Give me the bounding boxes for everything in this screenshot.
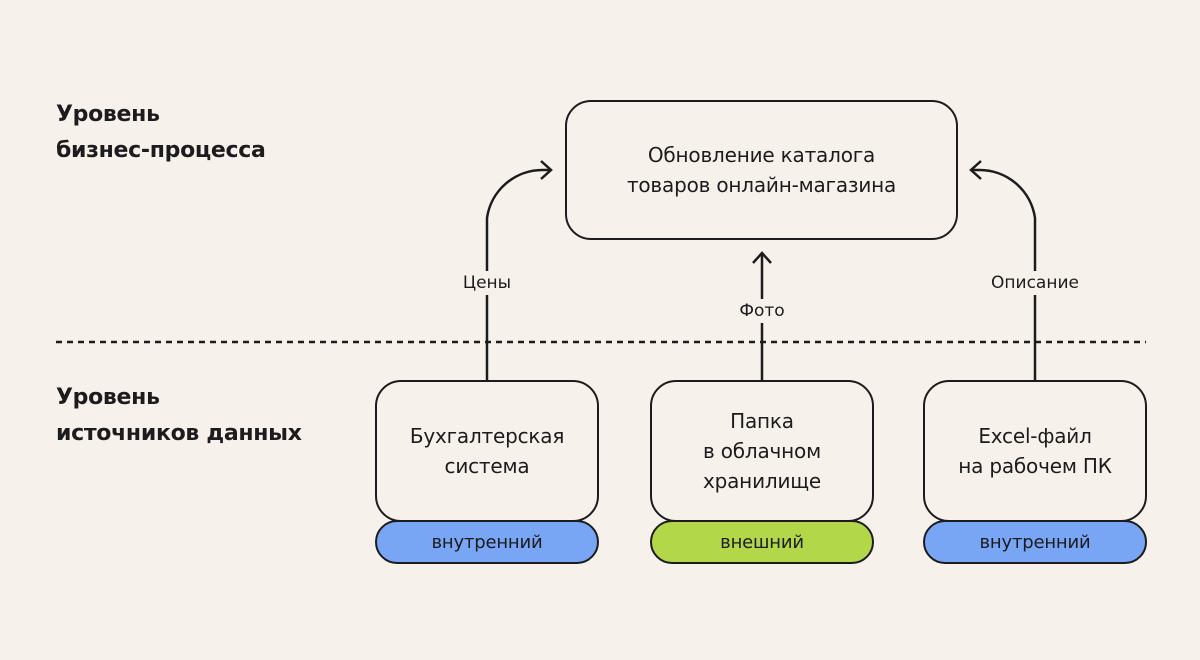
source-type-badge: внутренний [923,520,1147,564]
level-label-line: Уровень [56,385,160,410]
arrow-prices [485,168,550,380]
node-text: система [444,454,530,478]
node-text: на рабочем ПК [958,454,1112,478]
source-node-accounting: Бухгалтерская система [375,380,599,522]
level-label-line: бизнес-процесса [56,138,266,163]
node-text: в облачном [703,439,821,463]
arrow-description-head [969,160,982,180]
level-label-sources: Уровень источников данных [56,380,302,452]
arrow-description [972,168,1037,380]
edge-label-photo: Фото [733,299,791,323]
node-text: хранилище [703,469,821,493]
level-label-line: Уровень [56,102,160,127]
node-text: Папка [730,409,794,433]
edge-label-description: Описание [985,271,1085,295]
arrow-photo-head [752,251,772,264]
source-node-cloud-folder: Папка в облачном хранилище [650,380,874,522]
process-node: Обновление каталога товаров онлайн-магаз… [565,100,958,240]
level-label-line: источников данных [56,421,302,446]
source-type-badge: внутренний [375,520,599,564]
node-text: Excel-файл [978,424,1092,448]
edge-label-prices: Цены [456,271,518,295]
source-type-badge: внешний [650,520,874,564]
source-node-excel: Excel-файл на рабочем ПК [923,380,1147,522]
level-label-business: Уровень бизнес-процесса [56,97,266,169]
arrow-prices-head [540,160,553,180]
node-text: товаров онлайн-магазина [626,173,897,197]
node-text: Бухгалтерская [409,424,565,448]
node-text: Обновление каталога [647,143,876,167]
